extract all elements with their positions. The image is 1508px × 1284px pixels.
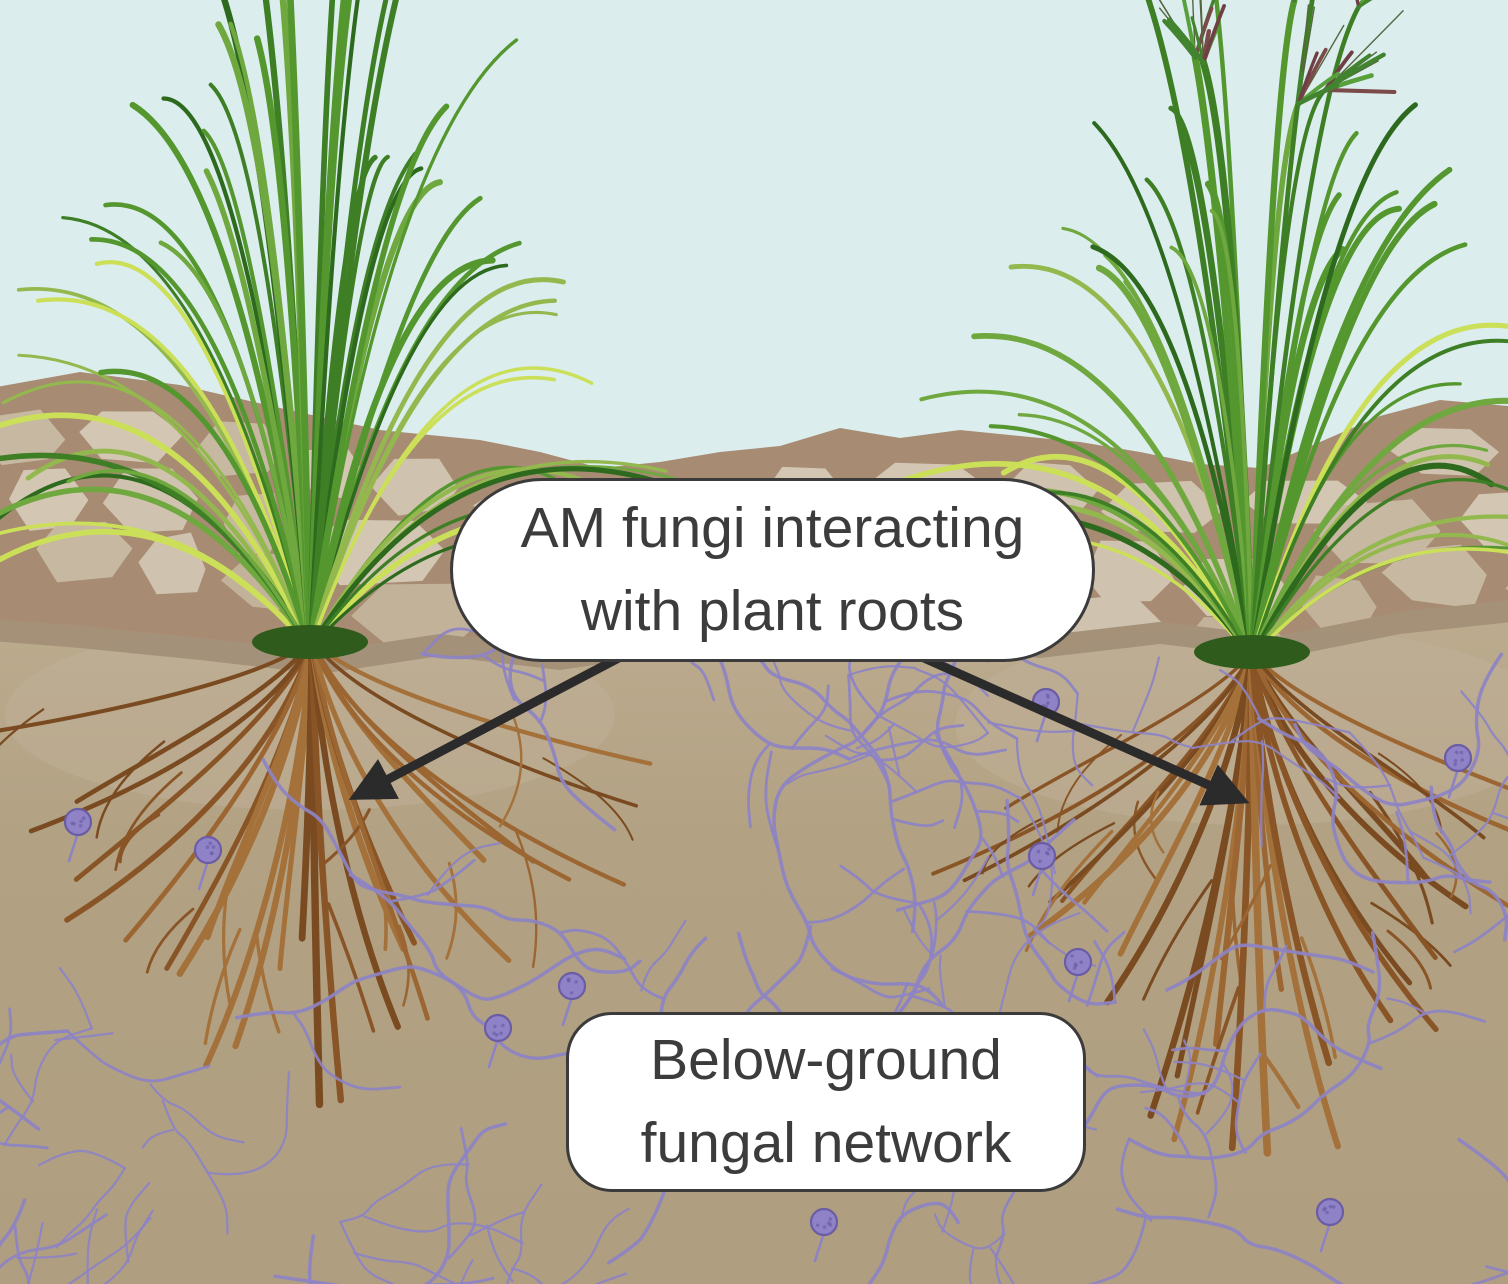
label-network-line1: Below-ground	[650, 1028, 1002, 1092]
arrow-to-left-roots	[348, 648, 633, 800]
label-am-fungi-line2: with plant roots	[580, 579, 965, 643]
label-below-ground-network: Below-ground fungal network	[566, 1012, 1086, 1192]
left-grass-plant	[0, 0, 687, 659]
label-am-fungi-line1: AM fungi interacting	[520, 496, 1025, 560]
left-plant-roots	[0, 636, 653, 1109]
label-am-fungi-interacting: AM fungi interacting with plant roots	[450, 478, 1095, 662]
fungal-spores	[63, 687, 1473, 1263]
pointer-arrows	[348, 648, 1250, 806]
label-network-line2: fungal network	[640, 1111, 1012, 1175]
arrow-to-right-roots	[922, 653, 1250, 806]
fungal-network	[0, 624, 1508, 1284]
